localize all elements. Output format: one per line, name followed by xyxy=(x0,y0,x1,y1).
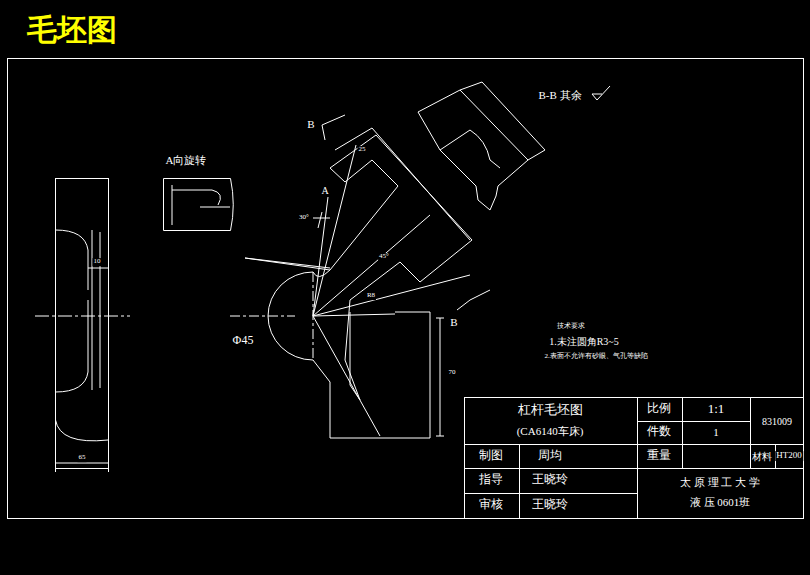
table-cell: 1 xyxy=(712,426,720,438)
section-mark: B xyxy=(449,316,458,328)
view-mark: A xyxy=(320,185,329,196)
table-cell: 液 压 0601班 xyxy=(689,496,752,508)
table-cell: 审核 xyxy=(478,498,504,511)
note-text: 1.未注圆角R3~5 xyxy=(548,336,620,347)
drawing-frame xyxy=(8,59,804,519)
table-cell: 1:1 xyxy=(707,402,726,416)
table-cell: (CA6140车床) xyxy=(516,425,585,437)
note-heading: 技术要求 xyxy=(556,323,586,331)
dimension-text: 25 xyxy=(358,146,367,154)
table-cell: 王晓玲 xyxy=(531,473,569,486)
note-text: 2.表面不允许有砂眼、气孔等缺陷 xyxy=(543,353,648,361)
side-view xyxy=(35,179,130,473)
dimension-text: 45° xyxy=(378,253,390,261)
title-block xyxy=(465,398,804,519)
dimension-text: 65 xyxy=(78,454,87,462)
table-cell: 王晓玲 xyxy=(531,498,569,511)
roughness-symbol xyxy=(592,86,610,100)
table-cell: 杠杆毛坯图 xyxy=(517,403,584,417)
section-mark: B xyxy=(306,118,315,130)
lever-blank xyxy=(230,115,490,438)
table-cell: 指导 xyxy=(478,473,504,486)
table-cell: 重量 xyxy=(646,449,672,462)
section-note: B-B 其余 xyxy=(537,89,582,101)
dimension-text: Φ45 xyxy=(232,334,255,347)
section-view xyxy=(418,82,545,210)
a-direction-view xyxy=(164,179,234,231)
table-cell: 件数 xyxy=(646,425,672,438)
table-cell: 831009 xyxy=(761,416,793,427)
dimension-text: 30° xyxy=(298,214,310,222)
table-cell: 比例 xyxy=(646,402,672,415)
page-title: 毛坯图 xyxy=(27,10,117,51)
table-cell: 周均 xyxy=(537,449,563,462)
dimension-text: 10 xyxy=(93,258,102,266)
dimension-text: 70 xyxy=(448,369,457,377)
dimension-text: R8 xyxy=(366,292,376,300)
table-cell: 制图 xyxy=(478,449,504,462)
table-cell: 材料 xyxy=(751,451,773,462)
view-label: A向旋转 xyxy=(165,154,208,166)
table-cell: 太 原 理 工 大 学 xyxy=(679,476,761,488)
table-cell: HT200 xyxy=(775,451,803,461)
